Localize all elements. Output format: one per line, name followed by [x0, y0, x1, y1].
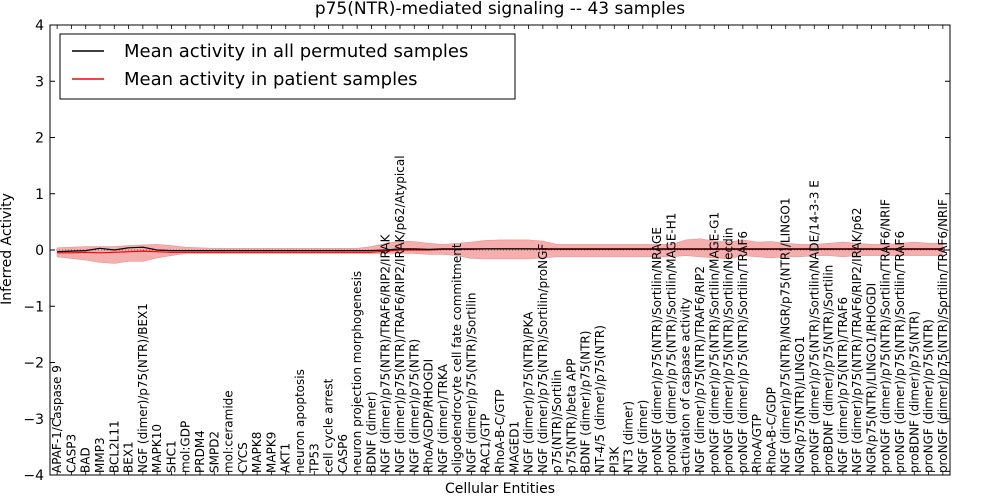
x-axis-label: Cellular Entities — [445, 481, 555, 497]
category-label: mol:ceramide — [222, 390, 236, 473]
category-label: RhoA/GDP/RHOGDI — [422, 359, 436, 473]
category-label: RhoA-B-C/GDP — [764, 387, 778, 473]
category-label: AKT1 — [279, 443, 293, 473]
category-label: RhoA-B-C/GTP — [493, 389, 507, 473]
category-label: NGR/p75(NTR)/LINGO1 — [793, 336, 807, 473]
y-tick-label: 3 — [35, 74, 44, 90]
category-label: NGF (dimer)/p75(NTR)/PKA — [522, 311, 536, 473]
category-label: APAF-1/Caspase 9 — [50, 365, 64, 473]
legend-label: Mean activity in patient samples — [124, 69, 418, 90]
y-tick-label: 4 — [35, 18, 44, 34]
category-label: p75(NTR)/beta APP — [564, 358, 578, 473]
category-label: NGF (dimer)/p75(NTR)/BEX1 — [136, 303, 150, 473]
category-label: oligodendrocyte cell fate commitment — [450, 243, 464, 473]
category-label: proBDNF (dimer)/p75(NTR) — [907, 311, 921, 473]
y-tick-label: −2 — [23, 356, 44, 372]
legend: Mean activity in all permuted samplesMea… — [59, 33, 516, 100]
category-label: NT-4/5 (dimer)/p75(NTR) — [593, 325, 607, 473]
y-tick-label: −4 — [23, 468, 44, 484]
category-label: NGR/p75(NTR)/LINGO1/RHOGDI — [864, 283, 878, 473]
category-label: SMPD2 — [207, 431, 221, 473]
series-lines-group — [50, 246, 950, 254]
category-label: NT3 (dimer) — [622, 401, 636, 473]
category-label: RAC1/GTP — [479, 414, 493, 473]
chart-title: p75(NTR)-mediated signaling -- 43 sample… — [315, 0, 685, 19]
category-label: NGF (dimer)/p75(NTR) — [407, 339, 421, 473]
category-label: NGF (dimer)/p75(NTR)/Sortilin — [464, 292, 478, 473]
category-label: NGF (dimer)/p75(NTR)/TRAF6/RIP2/IRAK — [379, 233, 393, 473]
y-tick-label: 0 — [35, 243, 44, 259]
permuted-mean-line — [57, 246, 943, 253]
category-label: proNGF (dimer)/p75(NTR)/Sortilin/TRAF6 — [736, 231, 750, 473]
category-label: neuron projection morphogenesis — [350, 271, 364, 473]
category-label: NGF (dimer)/p75(NTR)/TRAF6/RIP2/IRAK/p62 — [850, 208, 864, 473]
confidence-band-group — [56, 238, 944, 264]
category-label: NGF (dimer)/p75(NTR)/TRAF6/RIP2/IRAK/p62… — [393, 155, 407, 473]
category-label: cell cycle arrest — [322, 378, 336, 473]
category-label: NGF (dimer)/p75(NTR)/NGR/p75(NTR)/LINGO1 — [779, 198, 793, 473]
category-label: neuron apoptosis — [293, 369, 307, 473]
y-tick-label: −1 — [23, 299, 44, 315]
category-label: NGF (dimer)/p75(NTR)/TRAF6/RIP2 — [693, 266, 707, 473]
category-label: proNGF (dimer)/p75(NTR)/Sortilin/MAGE-G1 — [707, 212, 721, 473]
category-label: proNGF (dimer)/p75(NTR) — [922, 319, 936, 473]
category-label: p75(NTR)/Sortilin — [550, 370, 564, 473]
category-label: CASP3 — [64, 434, 78, 473]
category-label: BEX1 — [122, 441, 136, 473]
category-label: activation of caspase activity — [679, 298, 693, 473]
category-label: MAPK9 — [264, 432, 278, 473]
y-tick-label: −3 — [23, 412, 44, 428]
category-label: MMP3 — [93, 437, 107, 473]
category-label: RhoA/GTP — [750, 414, 764, 473]
category-label: BCL2L11 — [107, 420, 121, 473]
axes-group: −4 −3 −2 −1 0 1 2 3 4 — [23, 18, 951, 484]
category-label: BDNF (dimer)/p75(NTR) — [579, 331, 593, 473]
y-axis-label: Inferred Activity — [0, 193, 15, 305]
category-label: proBDNF (dimer)/p75(NTR)/Sortilin — [822, 265, 836, 473]
category-label: NGF (dimer)/p75(NTR)/TRAF6 — [836, 297, 850, 473]
category-label: BDNF (dimer) — [364, 391, 378, 473]
category-label: SHC1 — [164, 440, 178, 473]
category-label: PI3K — [607, 446, 621, 473]
category-label: TP53 — [307, 443, 321, 474]
confidence-band — [56, 238, 944, 264]
category-label: proNGF (dimer)/p75(NTR)/Sortilin/MAGE-H1 — [664, 213, 678, 473]
category-label: NGF (dimer) — [636, 400, 650, 473]
category-label: MAPK10 — [150, 424, 164, 473]
category-label: NGF (dimer)/TRKA — [436, 363, 450, 473]
category-label: mol:GDP — [179, 421, 193, 473]
legend-label: Mean activity in all permuted samples — [124, 41, 468, 62]
category-label: MAGED1 — [507, 421, 521, 473]
category-label: proNGF (dimer)/p75(NTR)/Sortilin/TRAF6/N… — [879, 199, 893, 473]
category-label: CASP6 — [336, 434, 350, 473]
category-label: MAPK8 — [250, 432, 264, 473]
category-label: proNGF (dimer)/p75(NTR)/Sortilin/NADE/14… — [807, 180, 821, 473]
category-label: BAD — [79, 447, 93, 473]
y-tick-label: 1 — [35, 187, 44, 203]
category-label: proNGF (dimer)/p75(NTR)/Sortilin/Necdin — [722, 227, 736, 473]
y-tick-label: 2 — [35, 131, 44, 147]
category-label: proNGF (dimer)/p75(NTR)/Sortilin/NRAGE — [650, 227, 664, 473]
category-label: proNGF (dimer)/p75(NTR)/Sortilin/TRAF6 — [893, 231, 907, 473]
category-label: CYCS — [236, 442, 250, 473]
category-label: NGF (dimer)/p75(NTR)/Sortilin/proNGF — [536, 244, 550, 473]
category-label: proNGF (dimer)/p75(NTR)/Sortilin/TRAF6/N… — [936, 199, 950, 473]
category-label: PRDM4 — [193, 430, 207, 473]
legend-box — [59, 33, 516, 100]
